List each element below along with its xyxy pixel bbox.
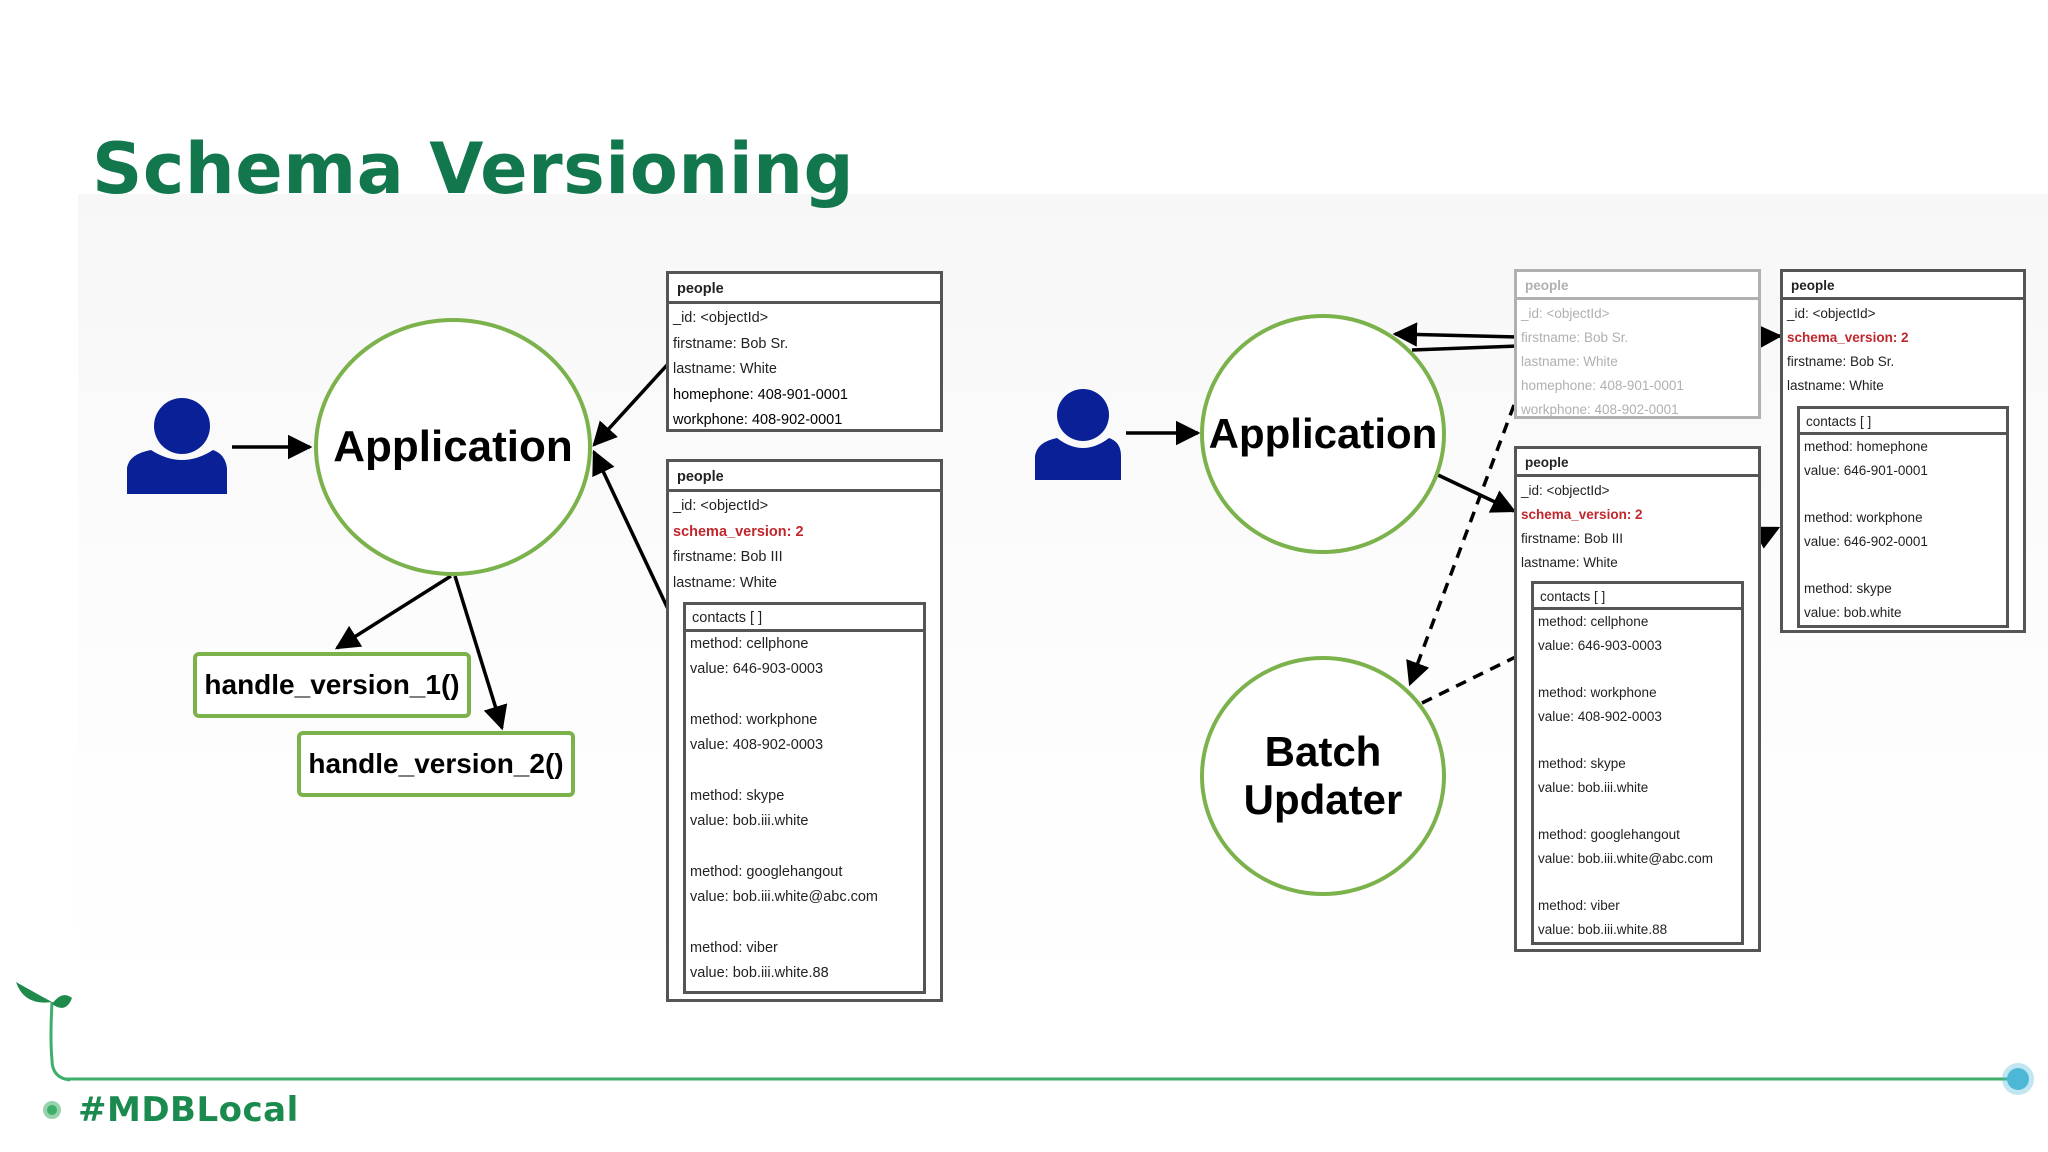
contacts-array-box: contacts [ ] method: cellphone value: 64…	[1531, 581, 1744, 945]
doc-field: lastname: White	[673, 361, 777, 377]
schema-version-field: schema_version: 2	[673, 523, 804, 540]
doc-field: firstname: Bob III	[673, 549, 783, 565]
doc-header: people	[1517, 449, 1758, 477]
doc-field: workphone: 408-902-0001	[673, 412, 843, 428]
contact-method: method: homephone	[1804, 439, 1928, 454]
contact-value: value: 646-903-0003	[1538, 637, 1662, 653]
contact-value: value: bob.iii.white	[1538, 779, 1649, 795]
doc-field: lastname: White	[1521, 555, 1618, 570]
contacts-list: method: cellphone value: 646-903-0003 me…	[686, 632, 923, 986]
contact-value: value: 646-901-0001	[1804, 462, 1928, 478]
contacts-header: contacts [ ]	[1534, 584, 1741, 610]
slide-title: Schema Versioning	[92, 128, 855, 210]
handle-version-1-box: handle_version_1()	[193, 652, 471, 718]
arrow-app-to-handler-1	[334, 574, 452, 650]
arrow-doc-v1-to-app-left	[592, 362, 670, 447]
application-node-left: Application	[314, 318, 592, 576]
doc-field: lastname: White	[673, 574, 777, 591]
doc-field: firstname: Bob Sr.	[1521, 330, 1629, 345]
hashtag-label: #MDBLocal	[78, 1090, 299, 1130]
dashed-arrow-old-doc-to-batch	[1406, 404, 1516, 687]
people-doc-v1-left: people _id: <objectId> firstname: Bob Sr…	[666, 271, 943, 432]
contact-method: method: workphone	[690, 712, 818, 728]
contact-method: method: viber	[690, 940, 778, 956]
doc-field: _id: <objectId>	[673, 498, 769, 514]
contact-value: value: 408-902-0003	[1538, 708, 1662, 724]
contact-method: method: cellphone	[1538, 614, 1649, 629]
contact-value: value: bob.iii.white.88	[1538, 921, 1668, 937]
doc-field: workphone: 408-902-0001	[1521, 402, 1679, 417]
handle-version-2-label: handle_version_2()	[308, 748, 564, 779]
timeline-end-dot-icon	[2002, 1063, 2034, 1095]
contact-value: value: bob.iii.white@abc.com	[690, 889, 879, 905]
contacts-array-box: contacts [ ] method: cellphone value: 64…	[683, 602, 926, 994]
doc-field: _id: <objectId>	[1787, 306, 1876, 321]
doc-field: homephone: 408-901-0001	[673, 386, 848, 403]
doc-field: firstname: Bob III	[1521, 531, 1624, 546]
people-doc-old-faded: people _id: <objectId> firstname: Bob Sr…	[1514, 269, 1761, 419]
leaf-sprout-icon	[16, 982, 72, 1119]
doc-field: lastname: White	[1787, 378, 1884, 393]
arrow-app-to-doc-v2-right	[1437, 473, 1517, 513]
contact-method: method: skype	[1538, 756, 1626, 771]
contact-method: method: cellphone	[690, 636, 809, 652]
batch-updater-node: Batch Updater	[1200, 656, 1446, 896]
updater-label: Updater	[1243, 776, 1403, 823]
people-doc-v2-right: people _id: <objectId> schema_version: 2…	[1514, 446, 1761, 952]
people-doc-v2-left: people _id: <objectId> schema_version: 2…	[666, 459, 943, 1002]
contact-value: value: bob.iii.white	[690, 813, 809, 829]
user-icon	[127, 398, 227, 494]
arrow-old-doc-to-app-right	[1392, 322, 1519, 347]
contact-value: value: bob.iii.white.88	[690, 965, 829, 981]
contact-method: method: workphone	[1804, 510, 1923, 525]
batch-label: Batch	[1264, 728, 1382, 775]
contacts-array-box: contacts [ ] method: homephone value: 64…	[1797, 406, 2009, 628]
application-label-left: Application	[333, 422, 573, 471]
contacts-list: method: homephone value: 646-901-0001 me…	[1800, 435, 2006, 624]
doc-header: people	[1783, 272, 2023, 300]
contact-method: method: googlehangout	[690, 864, 843, 880]
doc-header: people	[669, 274, 940, 304]
contact-method: method: googlehangout	[1538, 827, 1680, 842]
user-icon	[1035, 389, 1121, 480]
doc-field: homephone: 408-901-0001	[1521, 378, 1684, 393]
contacts-header: contacts [ ]	[686, 605, 923, 632]
doc-field: _id: <objectId>	[1521, 306, 1610, 321]
arrow-app-to-handler-2	[453, 575, 508, 731]
schema-version-field: schema_version: 2	[1521, 507, 1643, 522]
handle-version-1-label: handle_version_1()	[204, 669, 460, 700]
application-node-right: Application	[1200, 314, 1446, 554]
handle-version-2-box: handle_version_2()	[297, 731, 575, 797]
contact-value: value: 646-903-0003	[690, 661, 824, 677]
contact-value: value: bob.iii.white@abc.com	[1538, 850, 1714, 866]
schema-version-field: schema_version: 2	[1787, 330, 1909, 345]
application-label-right: Application	[1208, 410, 1438, 457]
contact-value: value: 408-902-0003	[690, 737, 824, 753]
contacts-header: contacts [ ]	[1800, 409, 2006, 435]
doc-field: _id: <objectId>	[1521, 483, 1610, 498]
doc-header: people	[1517, 272, 1758, 300]
contact-value: value: bob.white	[1804, 604, 1902, 620]
contact-method: method: skype	[690, 788, 785, 804]
doc-header: people	[669, 462, 940, 492]
doc-field: _id: <objectId>	[673, 310, 769, 326]
contact-method: method: viber	[1538, 898, 1620, 913]
arrow-doc-v2-to-app-left	[592, 449, 670, 610]
contacts-list: method: cellphone value: 646-903-0003 me…	[1534, 610, 1741, 941]
doc-field: firstname: Bob Sr.	[1787, 354, 1895, 369]
contact-method: method: workphone	[1538, 685, 1657, 700]
doc-field: firstname: Bob Sr.	[673, 335, 789, 352]
contact-method: method: skype	[1804, 581, 1892, 596]
people-doc-migrated: people _id: <objectId> schema_version: 2…	[1780, 269, 2026, 633]
contact-value: value: 646-902-0001	[1804, 533, 1928, 549]
doc-field: lastname: White	[1521, 354, 1618, 369]
